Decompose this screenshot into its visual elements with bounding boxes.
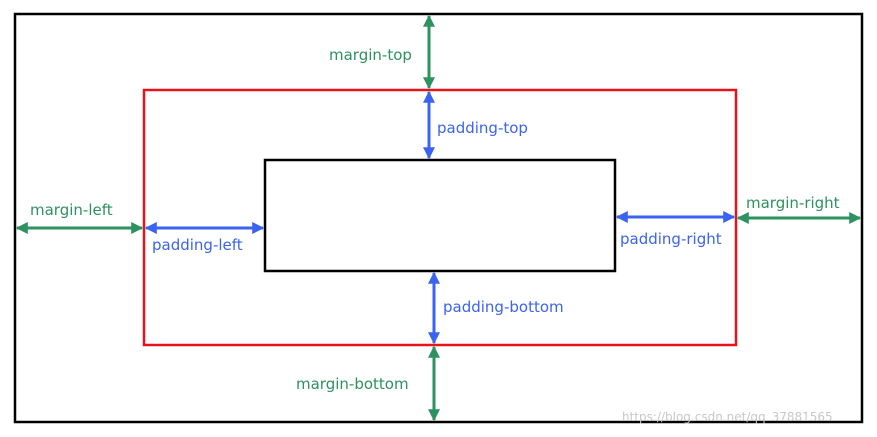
- margin-top-label: margin-top: [329, 46, 412, 64]
- watermark-text: https://blog.csdn.net/qq_37881565: [622, 410, 833, 424]
- outer-margin-box: [13, 12, 864, 424]
- padding-bottom-label: padding-bottom: [443, 298, 564, 316]
- margin-left-label: margin-left: [30, 201, 113, 219]
- margin-right-label: margin-right: [746, 194, 840, 212]
- padding-top-label: padding-top: [437, 119, 528, 137]
- padding-left-label: padding-left: [152, 236, 243, 254]
- content-box: [263, 158, 617, 273]
- padding-right-label: padding-right: [620, 230, 722, 248]
- border-box: [142, 88, 738, 347]
- margin-bottom-label: margin-bottom: [296, 375, 409, 393]
